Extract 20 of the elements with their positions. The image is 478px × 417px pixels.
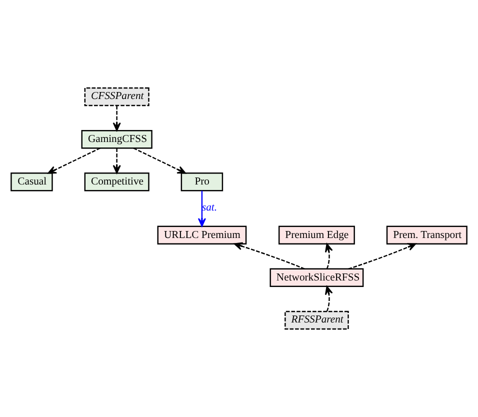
arrow: [348, 243, 416, 270]
node-box: Premium Edge: [278, 226, 355, 244]
arrow: [324, 243, 333, 270]
arrow: [112, 148, 121, 174]
node-box: GamingCFSS: [81, 130, 152, 149]
node-box: Prem. Transport: [386, 226, 468, 244]
arrow: [198, 190, 206, 227]
arrow: [112, 106, 121, 132]
node-box: Pro: [180, 172, 224, 192]
arrow: [133, 148, 186, 174]
arrow: [324, 286, 333, 312]
node-box: URLLC Premium: [157, 226, 247, 244]
node-box: RFSSParent: [284, 310, 349, 330]
node-box: Casual: [10, 172, 53, 192]
node-box: Competitive: [84, 172, 150, 192]
node-box: CFSSParent: [84, 87, 150, 106]
arrow: [234, 242, 305, 270]
edge-label: sat.: [202, 202, 218, 214]
node-box: NetworkSliceRFSS: [270, 268, 364, 287]
arrow: [48, 148, 100, 174]
